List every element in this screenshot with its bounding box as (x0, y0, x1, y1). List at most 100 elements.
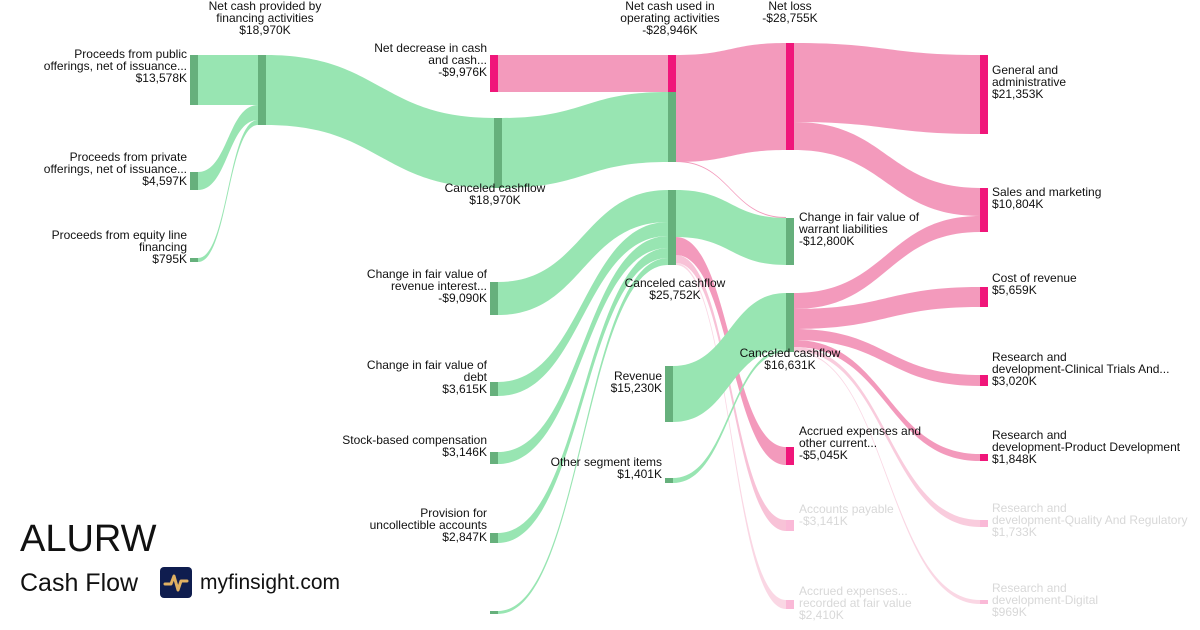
node-name: Accrued expenses and other current... (799, 424, 922, 450)
node-value: $1,733K (992, 525, 1037, 539)
node-name: Research and development-Product Develop… (992, 428, 1181, 454)
node-value: $969K (992, 605, 1027, 619)
node-name: General and administrative (992, 63, 1067, 89)
node-value: -$12,800K (799, 234, 855, 248)
node-operating (668, 55, 676, 92)
link-private-financing (198, 105, 258, 190)
node-value: $3,146K (442, 445, 487, 459)
node-label-rdprod: Research and development-Product Develop… (992, 429, 1197, 465)
node-label-sbc: Stock-based compensation $3,146K (300, 434, 487, 458)
node-name: Sales and marketing (992, 185, 1102, 199)
node-financing (258, 55, 266, 125)
node-name: Net decrease in cash and cash... (374, 41, 487, 67)
node-canceled1 (494, 118, 502, 188)
node-label-netdecrease: Net decrease in cash and cash... -$9,976… (330, 42, 487, 78)
node-label-fvrev: Change in fair value of revenue interest… (330, 268, 487, 304)
link-bottom-canceled2 (498, 258, 668, 614)
node-equity (190, 258, 198, 262)
node-value: $1,401K (617, 467, 662, 481)
link-operating-netloss (676, 43, 786, 162)
node-value: $1,848K (992, 452, 1037, 466)
node-other (665, 478, 673, 483)
node-ga (980, 55, 988, 134)
node-netloss (786, 43, 794, 150)
node-value: $2,410K (799, 608, 844, 622)
node-label-operating: Net cash used in operating activities -$… (590, 0, 750, 36)
node-fairval (786, 600, 794, 609)
node-rdclin (980, 375, 988, 386)
node-fvdebt (490, 382, 498, 396)
link-canceled3-rddig (794, 351, 980, 604)
node-name: Revenue (613, 369, 662, 383)
node-name: Proceeds from private offerings, net of … (43, 150, 187, 176)
link-public-financing (198, 55, 258, 105)
node-name: Other segment items (550, 455, 662, 469)
node-label-cor: Cost of revenue $5,659K (992, 272, 1192, 296)
node-name: Stock-based compensation (342, 433, 487, 447)
node-rdqual (980, 520, 988, 527)
node-provision (490, 533, 498, 543)
node-operating-green (668, 92, 676, 162)
node-label-warrant: Change in fair value of warrant liabilit… (799, 211, 999, 247)
node-label-fairval: Accrued expenses... recorded at fair val… (799, 585, 999, 621)
node-label-financing: Net cash provided by financing activitie… (180, 0, 350, 36)
node-value: $10,804K (992, 197, 1044, 211)
node-name: Cost of revenue (992, 271, 1077, 285)
node-label-provision: Provision for uncollectible accounts $2,… (330, 507, 487, 543)
node-label-netloss: Net loss -$28,755K (730, 0, 850, 24)
node-value: $25,752K (649, 288, 701, 302)
node-value: -$9,976K (438, 65, 487, 79)
node-label-accrued: Accrued expenses and other current... -$… (799, 425, 999, 461)
link-canceled3-sm (794, 216, 980, 309)
node-bottom (490, 611, 498, 614)
node-name: Research and development-Digital (992, 581, 1099, 607)
link-provision-canceled2 (498, 248, 668, 543)
link-fvdebt-canceled2 (498, 222, 668, 396)
node-name: Net cash used in operating activities (620, 0, 720, 25)
node-name: Research and development-Clinical Trials… (992, 350, 1170, 376)
node-name: Accounts payable (799, 502, 894, 516)
link-netloss-ga (794, 43, 980, 134)
link-canceled3-rdclin (794, 329, 980, 386)
link-financing-canceled (266, 55, 494, 188)
node-value: $18,970K (469, 193, 521, 207)
node-rddig (980, 600, 988, 604)
subtitle: Cash Flow (20, 569, 139, 597)
node-fvrev (490, 282, 498, 315)
node-value: -$9,090K (438, 291, 487, 305)
node-label-rddig: Research and development-Digital $969K (992, 582, 1197, 618)
node-label-ap: Accounts payable -$3,141K (799, 503, 999, 527)
node-value: -$28,946K (642, 23, 698, 37)
node-label-canceled2: Canceled cashflow $25,752K (600, 277, 750, 301)
link-netdecrease-operating (498, 55, 668, 92)
node-name: Accrued expenses... recorded at fair val… (799, 584, 912, 610)
node-label-canceled3: Canceled cashflow $16,631K (715, 347, 865, 371)
node-value: $4,597K (142, 174, 187, 188)
node-accrued (786, 447, 794, 465)
node-netdecrease (490, 55, 498, 92)
node-value: $13,578K (135, 71, 187, 85)
node-value: $15,230K (610, 381, 662, 395)
node-value: $2,847K (442, 530, 487, 544)
link-canceled3-rdprod (794, 340, 980, 461)
node-name: Change in fair value of debt (366, 358, 487, 384)
node-label-canceled1: Canceled cashflow $18,970K (420, 182, 570, 206)
link-canceled-operating (502, 92, 668, 188)
node-name: Research and development-Quality And Reg… (992, 501, 1188, 527)
node-name: Change in fair value of revenue interest… (366, 267, 487, 293)
node-public (190, 55, 198, 105)
link-canceled3-cor (794, 287, 980, 329)
node-ap (786, 520, 794, 531)
node-warrant (786, 218, 794, 265)
node-value: $21,353K (992, 87, 1044, 101)
node-value: -$3,141K (799, 514, 848, 528)
node-sbc (490, 452, 498, 464)
node-label-equity: Proceeds from equity line financing $795… (20, 229, 187, 265)
node-value: $795K (152, 252, 187, 266)
node-name: Proceeds from equity line financing (51, 228, 187, 254)
node-name: Net cash provided by financing activitie… (208, 0, 322, 25)
node-label-sm: Sales and marketing $10,804K (992, 186, 1192, 210)
node-label-rdqual: Research and development-Quality And Reg… (992, 502, 1197, 538)
node-label-private: Proceeds from private offerings, net of … (40, 151, 187, 187)
